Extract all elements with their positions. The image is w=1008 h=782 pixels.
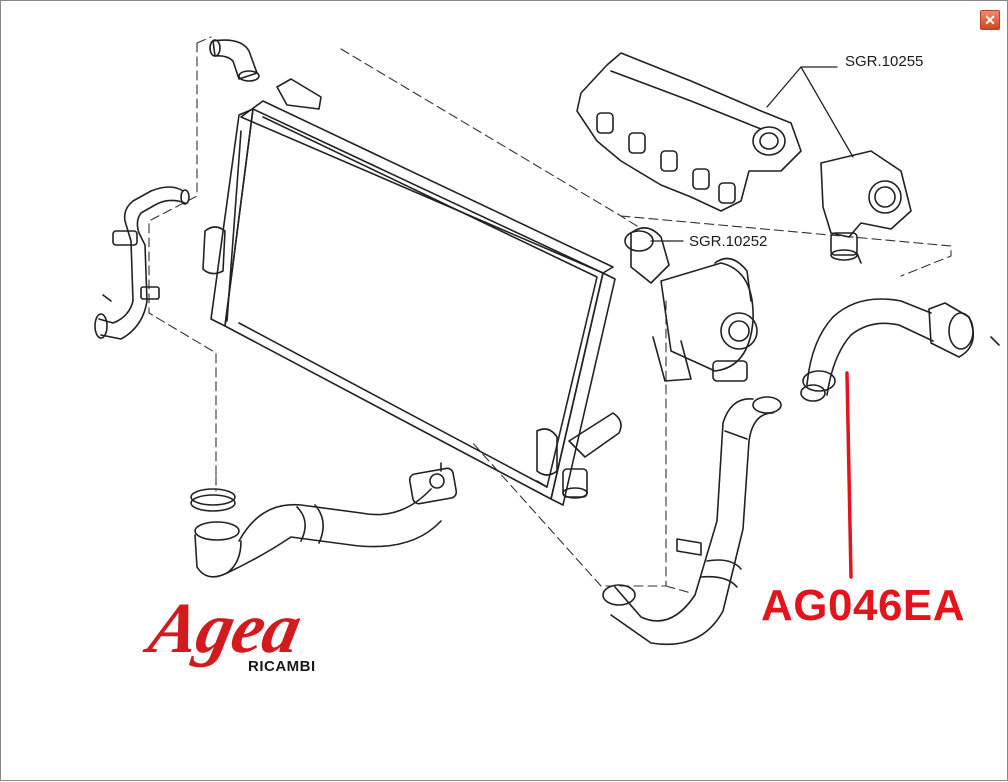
turbo-outlet-hose [602, 396, 782, 646]
throttle-body [820, 150, 912, 264]
throttle-leader-line [800, 66, 854, 158]
manifold-ref-label: SGR.10255 [845, 53, 924, 70]
turbocharger [624, 227, 758, 382]
manifold-leader-line [766, 66, 838, 108]
left-sensor-hose [94, 186, 190, 340]
turbo-ref-label: SGR.10252 [689, 233, 768, 250]
close-icon[interactable]: ✕ [980, 10, 1000, 30]
highlighted-pressure-hose [800, 298, 1000, 402]
brand-logo-subtitle: RICAMBI [248, 658, 316, 675]
part-pointer-line [845, 371, 853, 579]
small-elbow-hose [209, 39, 260, 82]
intake-manifold [576, 52, 802, 212]
assembly-guide-lines [148, 36, 952, 594]
lower-intercooler-hose [190, 462, 458, 578]
intercooler-core [202, 78, 622, 506]
part-code-label: AG046EA [761, 581, 966, 630]
